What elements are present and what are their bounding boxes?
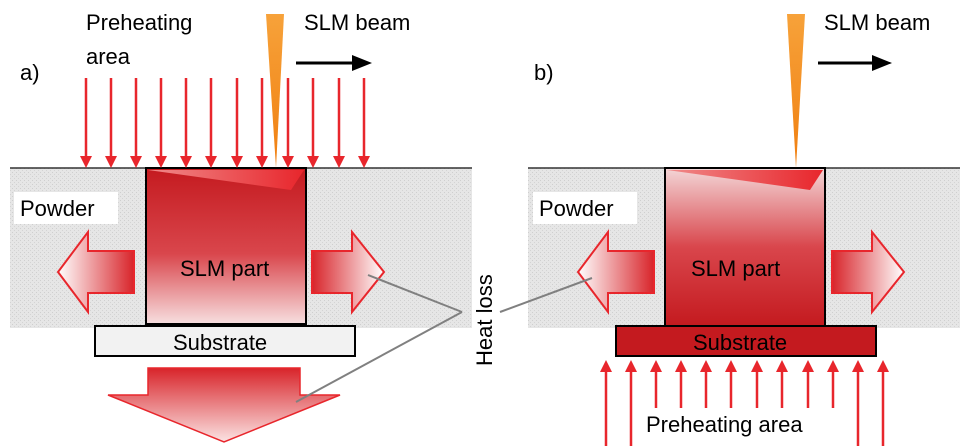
- melt-zone-b: [667, 170, 823, 190]
- substrate: [94, 325, 356, 357]
- heat-loss-pointers: [295, 274, 593, 403]
- panel-b: b) SLM beam Powder SLM part Substrate Pr…: [528, 10, 960, 446]
- heat-loss-arrow-right-b: [831, 229, 906, 315]
- preheating-arrows-top: [84, 78, 366, 160]
- powder-label-bg-b: [533, 192, 637, 224]
- powder-label-bg-a: [14, 192, 118, 224]
- preheating-arrows-bottom: [604, 372, 885, 446]
- powder-label-b: Powder: [539, 196, 614, 221]
- preheating-label-b: Preheating area: [646, 412, 803, 437]
- panel-b-letter: b): [534, 60, 554, 85]
- preheating-arrowheads-top: [80, 156, 370, 168]
- preheating-label-bg-b: [640, 408, 852, 438]
- powder-label-a: Powder: [20, 196, 95, 221]
- preheating-arrowheads-bottom: [600, 360, 889, 372]
- slm-beam-b: [787, 14, 805, 168]
- preheating-label-line2: area: [86, 44, 131, 69]
- heat-loss-arrow-down: [107, 367, 341, 443]
- beam-direction-arrow-b: [818, 55, 892, 71]
- preheating-label-line1: Preheating: [86, 10, 192, 35]
- slm-part-b: [664, 167, 826, 327]
- melt-zone: [148, 170, 304, 190]
- part-label-b: SLM part: [691, 256, 780, 281]
- part-label-a: SLM part: [180, 256, 269, 281]
- beam-label-a: SLM beam: [304, 10, 410, 35]
- heat-loss-arrow-right: [311, 229, 386, 315]
- heat-loss-label: Heat loss: [472, 274, 497, 366]
- substrate-b: [615, 325, 877, 357]
- substrate-label-b: Substrate: [693, 330, 787, 355]
- beam-direction-arrow: [296, 55, 372, 71]
- panel-a-letter: a): [20, 60, 40, 85]
- panel-a: a) Preheating area SLM beam Powder SLM p…: [10, 10, 472, 443]
- slm-beam: [266, 14, 284, 168]
- heat-loss-arrow-left-b: [576, 229, 655, 315]
- heat-loss-arrow-left: [56, 229, 135, 315]
- substrate-label-a: Substrate: [173, 330, 267, 355]
- beam-label-b: SLM beam: [824, 10, 930, 35]
- slm-part: [145, 167, 307, 325]
